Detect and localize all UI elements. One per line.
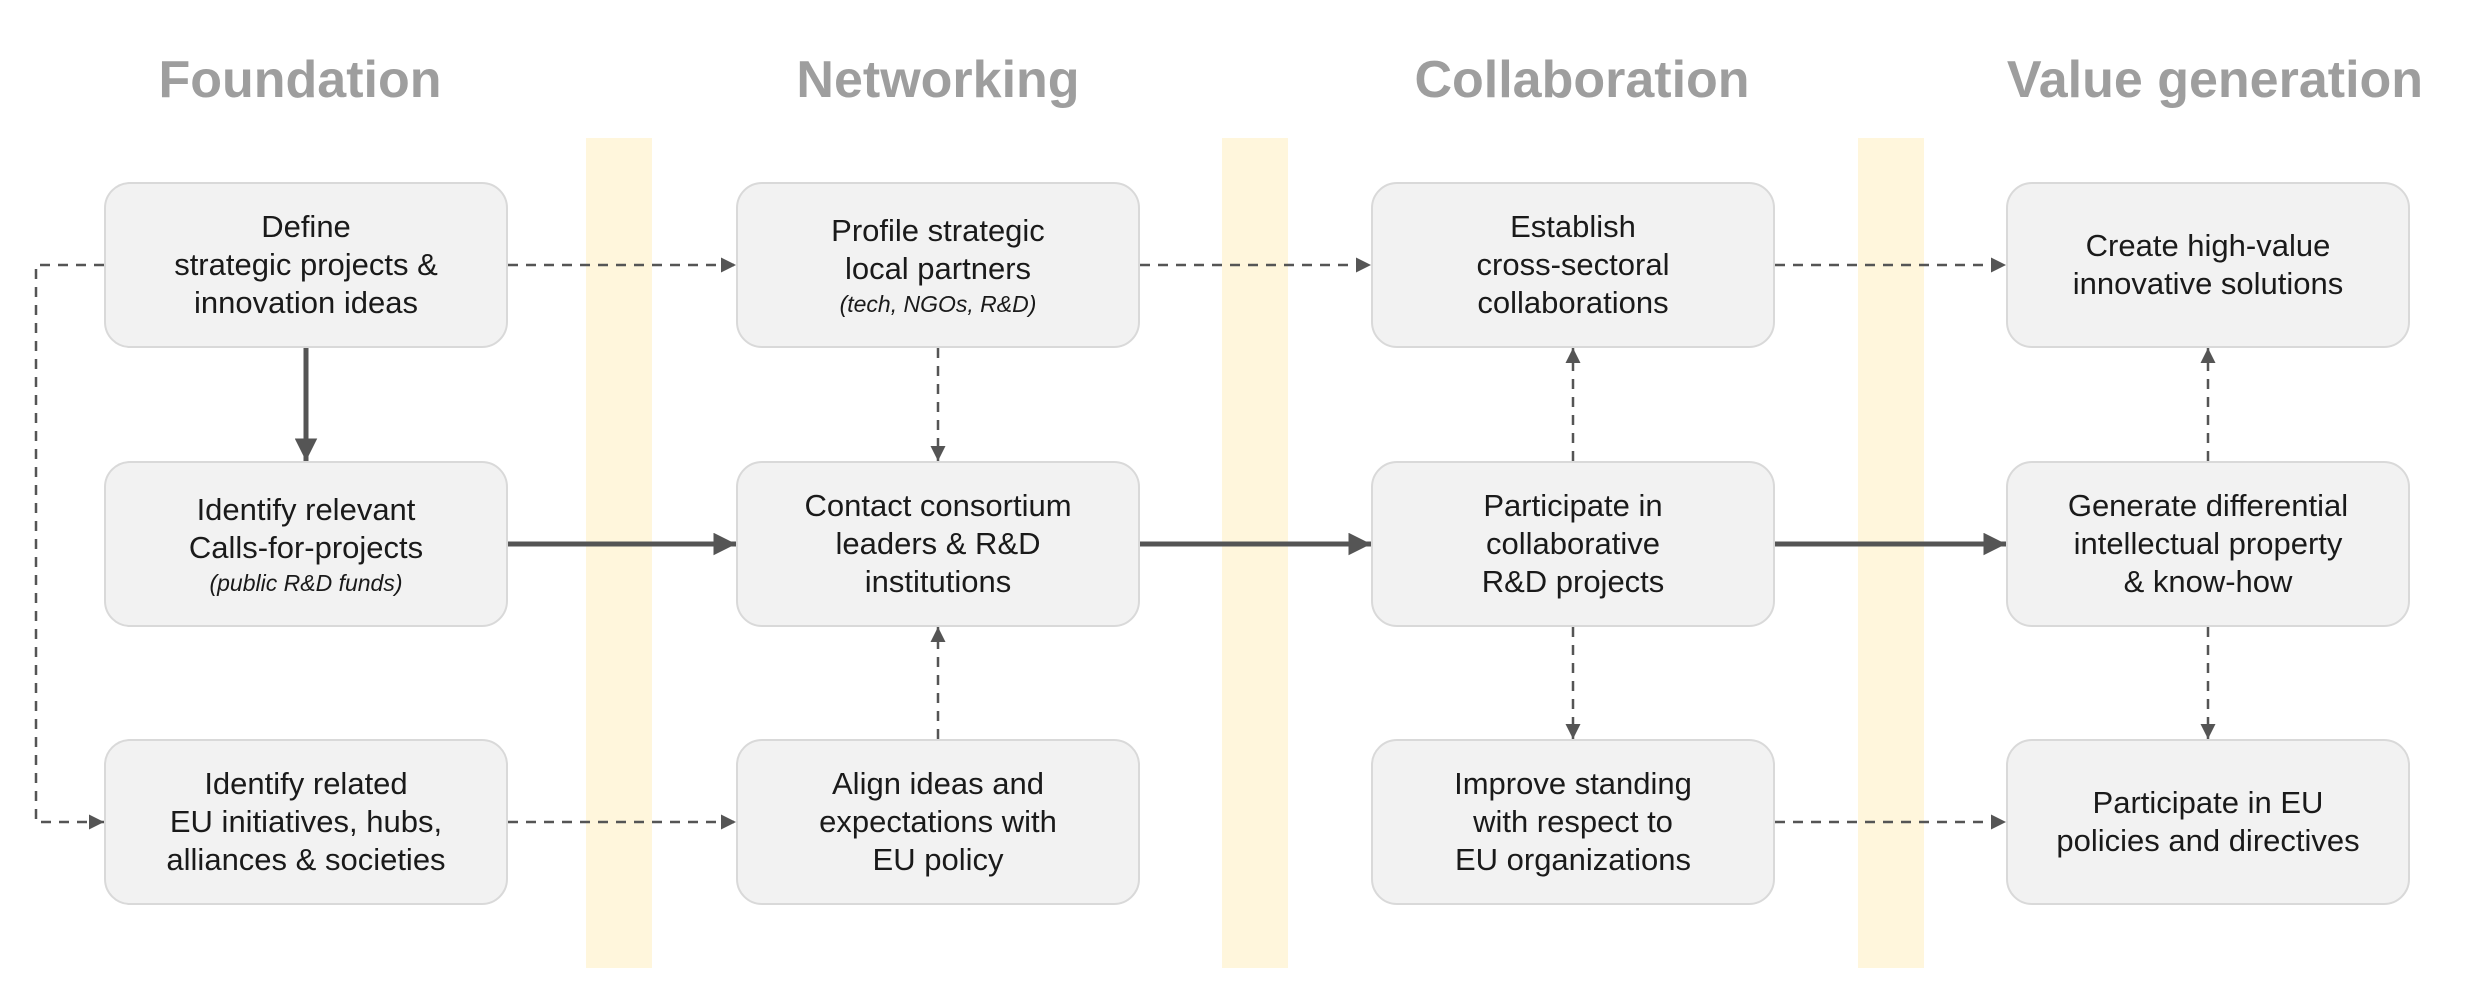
node-label: Identify relevant Calls-for-projects <box>188 492 424 565</box>
node-identify-calls: Identify relevant Calls-for-projects (pu… <box>104 461 508 627</box>
node-improve-standing: Improve standing with respect to EU orga… <box>1371 739 1775 905</box>
node-participate-eu: Participate in EU policies and directive… <box>2006 739 2410 905</box>
node-label: Profile strategic local partners <box>831 213 1045 286</box>
node-generate-ip: Generate differential intellectual prope… <box>2006 461 2410 627</box>
node-label: Create high-value innovative solutions <box>2072 228 2344 301</box>
node-label: Establish cross-sectoral collaborations <box>1476 209 1670 320</box>
node-participate-rd: Participate in collaborative R&D project… <box>1371 461 1775 627</box>
column-title-networking: Networking <box>796 51 1080 109</box>
node-label: Generate differential intellectual prope… <box>2067 488 2349 599</box>
column-title-value-generation: Value generation <box>2006 51 2424 109</box>
node-label: Identify related EU initiatives, hubs, a… <box>166 766 446 877</box>
arrow-define-projects-to-identify-eu <box>34 263 104 830</box>
separator-band <box>586 138 652 968</box>
separator-band <box>1222 138 1288 968</box>
node-label: Improve standing with respect to EU orga… <box>1454 766 1692 877</box>
node-label: Define strategic projects & innovation i… <box>174 209 438 320</box>
node-identify-eu: Identify related EU initiatives, hubs, a… <box>104 739 508 905</box>
node-profile-partners: Profile strategic local partners (tech, … <box>736 182 1140 348</box>
column-title-collaboration: Collaboration <box>1414 51 1750 109</box>
node-create-solutions: Create high-value innovative solutions <box>2006 182 2410 348</box>
column-title-foundation: Foundation <box>158 51 442 109</box>
node-label: Contact consortium leaders & R&D institu… <box>804 488 1072 599</box>
node-define-projects: Define strategic projects & innovation i… <box>104 182 508 348</box>
node-label: Align ideas and expectations with EU pol… <box>819 766 1057 877</box>
node-establish-collab: Establish cross-sectoral collaborations <box>1371 182 1775 348</box>
node-sublabel: (tech, NGOs, R&D) <box>839 291 1037 317</box>
node-sublabel: (public R&D funds) <box>209 570 403 596</box>
node-contact-consortium: Contact consortium leaders & R&D institu… <box>736 461 1140 627</box>
node-align-ideas: Align ideas and expectations with EU pol… <box>736 739 1140 905</box>
node-label: Participate in collaborative R&D project… <box>1481 488 1665 599</box>
node-label: Participate in EU policies and directive… <box>2056 785 2360 858</box>
separator-band <box>1858 138 1924 968</box>
